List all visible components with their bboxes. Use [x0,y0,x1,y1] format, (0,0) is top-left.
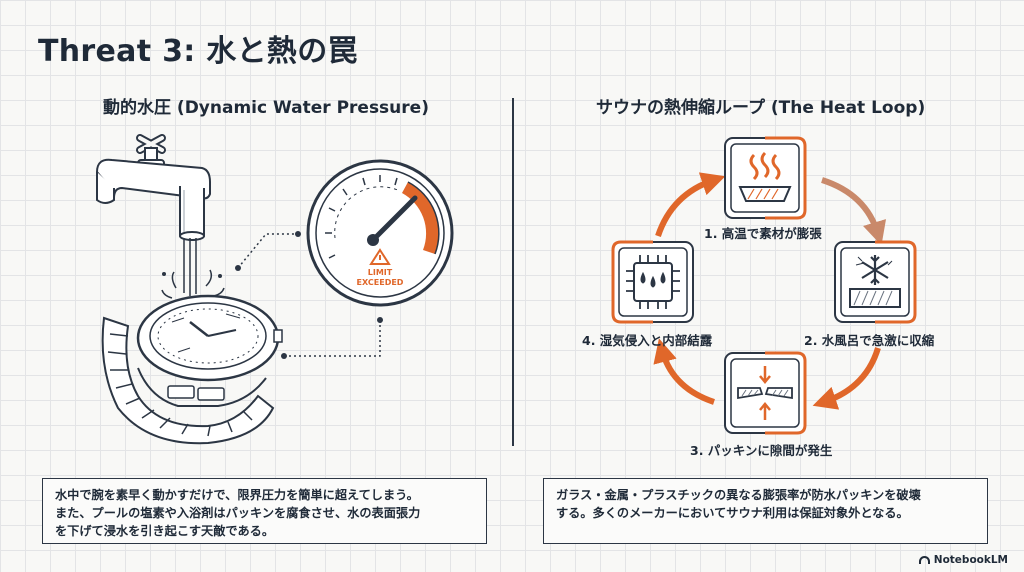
right-caption-line: ガラス・金属・プラスチックの異なる膨張率が防水パッキンを破壊 [556,488,921,502]
left-caption: 水中で腕を素早く動かすだけで、限界圧力を簡単に超えてしまう。 また、プールの塩素… [42,478,487,544]
gauge-exceeded-text: EXCEEDED [357,278,404,287]
brand-watermark: NotebookLM [918,554,1008,566]
crack-gap-icon [737,366,793,420]
step-3-box [724,351,807,435]
slide-title: Threat 3: 水と熱の罠 [38,34,358,69]
right-caption-line: する。多くのメーカーにおいてサウナ利用は保証対象外となる。 [556,506,909,520]
left-caption-line: また、プールの塩素や入浴剤はパッキンを腐食させ、水の表面張力 [55,506,421,520]
step-2-label: 2. 水風呂で急激に収縮 [804,333,935,348]
left-panel-heading: 動的水圧 (Dynamic Water Pressure) [103,98,429,118]
left-caption-line: を下げて浸水を引き起こす天敵である。 [55,524,275,538]
panel-divider [512,98,514,446]
step-1-box [724,136,807,220]
step-2-box [834,240,917,324]
gauge-connector-lines [235,231,383,359]
right-caption: ガラス・金属・プラスチックの異なる膨張率が防水パッキンを破壊 する。多くのメーカ… [543,478,988,544]
left-caption-line: 水中で腕を素早く動かすだけで、限界圧力を簡単に超えてしまう。 [55,488,419,502]
chip-droplets-icon [626,255,680,309]
step-4-box [611,240,694,324]
gauge-limit-text: LIMIT [368,268,393,277]
notebooklm-logo-icon [918,556,930,564]
step-4-label: 4. 湿気侵入と内部結露 [582,333,713,348]
snowflake-icon [849,255,901,308]
brand-name: NotebookLM [933,554,1008,566]
faucet-icon [95,134,211,241]
step-3-label: 3. パッキンに隙間が発生 [690,443,833,458]
water-stream [161,238,225,299]
pressure-gauge-icon: LIMIT EXCEEDED [306,159,454,307]
step-1-label: 1. 高温で素材が膨張 [704,226,822,241]
right-panel-heading: サウナの熱伸縮ループ (The Heat Loop) [596,98,926,118]
heat-loop-arrows [653,172,887,410]
heat-waves-icon [738,151,792,202]
wristwatch-icon [101,294,283,445]
